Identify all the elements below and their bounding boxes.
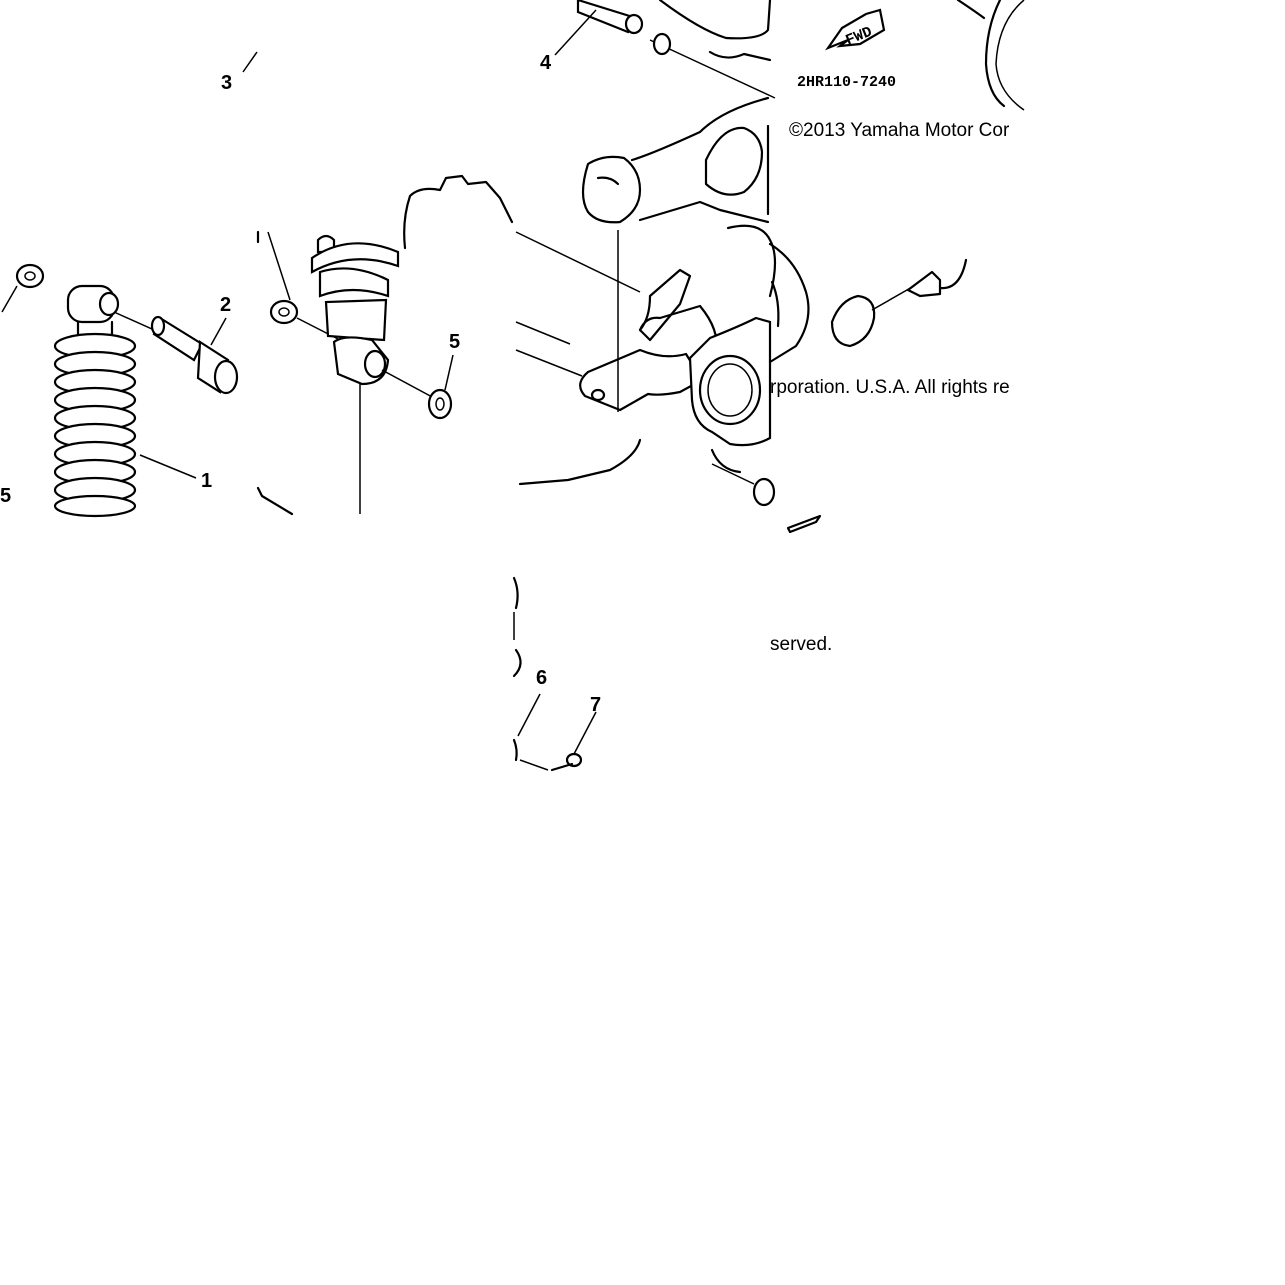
bearing-bracket [515,230,776,507]
fwd-arrow-icon: FWD [824,8,886,51]
shock-spring [53,332,137,518]
callout-5-center: 5 [449,331,460,353]
copyright-line-1: ©2013 Yamaha Motor Cor [789,120,1010,141]
callout-6: 6 [536,667,547,689]
swing-arm [581,0,777,298]
shock-absorber [1,263,211,518]
callout-2: 2 [220,294,231,316]
bushing-assembly [256,174,514,516]
copyright-line-2: rporation. U.S.A. All rights re [770,377,1010,398]
callout-7: 7 [590,694,601,716]
callout-1: 1 [201,470,212,492]
gear-case [768,0,1025,534]
callout-5-left: 5 [0,485,11,507]
callout-3: 3 [221,72,232,94]
callout-4: 4 [540,52,552,74]
bolt [150,315,239,395]
pivot-shaft [554,0,776,99]
copyright-line-3: served. [770,634,832,655]
drawing-code: 2HR110-7240 [797,74,896,91]
lower-hardware [512,576,597,772]
